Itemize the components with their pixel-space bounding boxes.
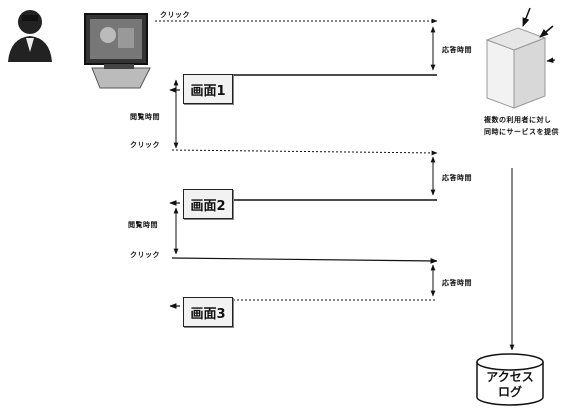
response-time-label-1: 応答時間 <box>442 45 472 55</box>
computer-icon <box>85 14 150 88</box>
server-note-line-1: 複数の利用者に対し <box>484 115 552 125</box>
click-line-2 <box>172 150 437 153</box>
screen-2-box: 画面2 <box>183 189 233 219</box>
server-note-line-2: 同時にサービスを提供 <box>484 127 559 137</box>
click-label-3: クリック <box>130 250 160 260</box>
click-line-3 <box>172 258 437 261</box>
browse-time-label-1: 閲覧時間 <box>130 112 160 122</box>
click-label-1: クリック <box>160 10 190 20</box>
screen-1-box: 画面1 <box>183 74 233 104</box>
server-icon <box>487 8 555 108</box>
click-label-2: クリック <box>130 140 160 150</box>
browse-time-label-2: 閲覧時間 <box>128 220 158 230</box>
user-icon <box>8 10 52 62</box>
response-time-label-2: 応答時間 <box>442 173 472 183</box>
screen-3-box: 画面3 <box>183 297 233 327</box>
access-log-label-line-2: ログ <box>480 385 540 399</box>
access-log-label-line-1: アクセス <box>480 370 540 384</box>
response-time-label-3: 応答時間 <box>442 278 472 288</box>
